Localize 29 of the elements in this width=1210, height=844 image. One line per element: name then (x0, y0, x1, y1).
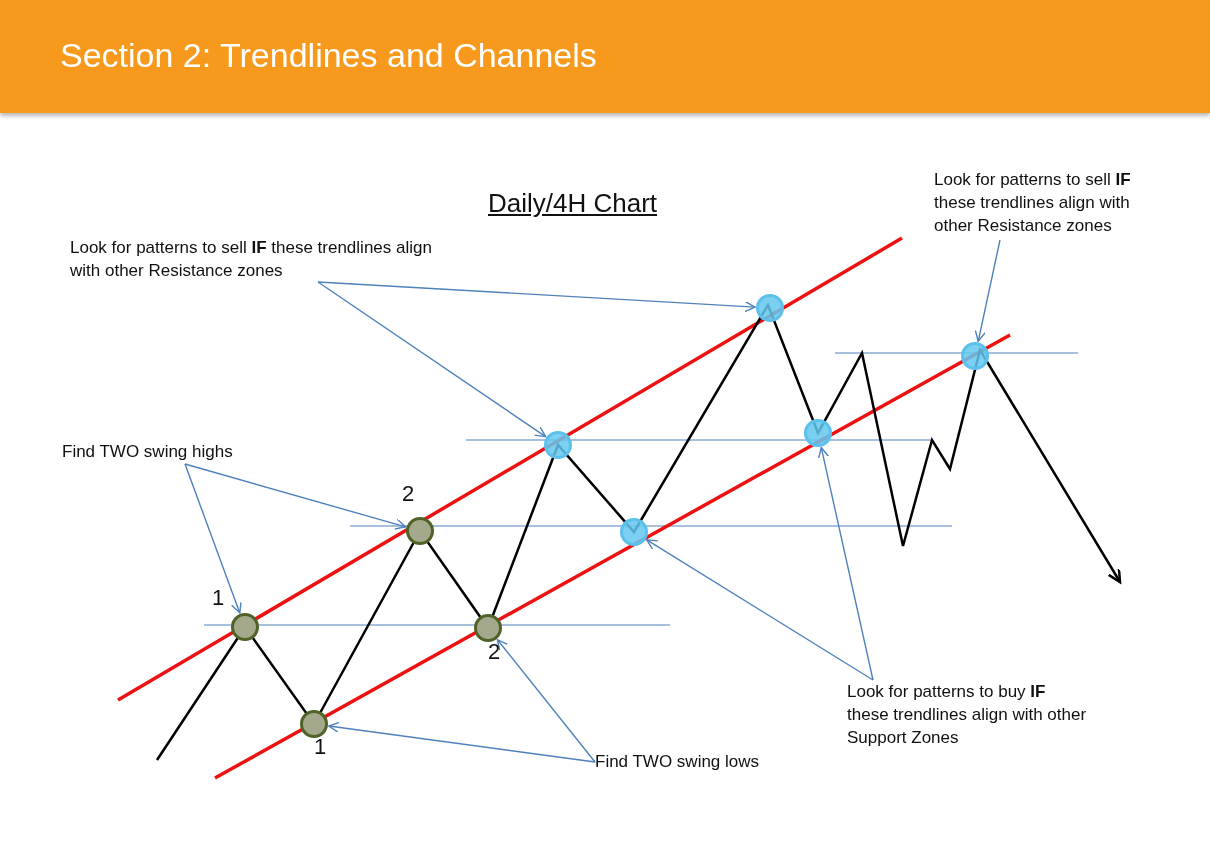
leader-arrow (496, 639, 596, 763)
leader-arrow (817, 446, 874, 681)
leader-arrow (646, 539, 874, 681)
swing-point-marker (474, 614, 502, 642)
annotation-text: Find TWO swing lows (595, 750, 785, 773)
slide-title: Section 2: Trendlines and Channels (60, 36, 597, 75)
leader-arrow (184, 463, 407, 530)
swing-number: 1 (212, 586, 225, 610)
leader-arrow (317, 281, 547, 438)
leader-arrow (317, 281, 756, 313)
leader-arrow (974, 239, 1001, 342)
touch-point-marker (804, 419, 832, 447)
swing-point-marker (231, 613, 259, 641)
touch-point-marker (544, 431, 572, 459)
swing-point-marker (300, 710, 328, 738)
annotation-text: Look for patterns to sell IF these trendlines align with other Resistance zones (934, 168, 1166, 237)
touch-point-marker (756, 294, 784, 322)
chart-heading: Daily/4H Chart (488, 188, 658, 218)
annotation-text: Look for patterns to sell IF these trendlines align with other Resistance zones (70, 236, 450, 282)
annotation-text: Look for patterns to buy IF these trendlines align with other Support Zones (847, 680, 1087, 749)
leader-arrow (184, 463, 242, 614)
swing-number: 1 (314, 735, 327, 759)
touch-point-marker (961, 342, 989, 370)
swing-number: 2 (402, 482, 415, 506)
swing-point-marker (406, 517, 434, 545)
touch-point-marker (620, 518, 648, 546)
annotation-text: Find TWO swing highs (62, 440, 262, 463)
leader-arrow (328, 721, 596, 763)
swing-number: 2 (488, 640, 501, 664)
